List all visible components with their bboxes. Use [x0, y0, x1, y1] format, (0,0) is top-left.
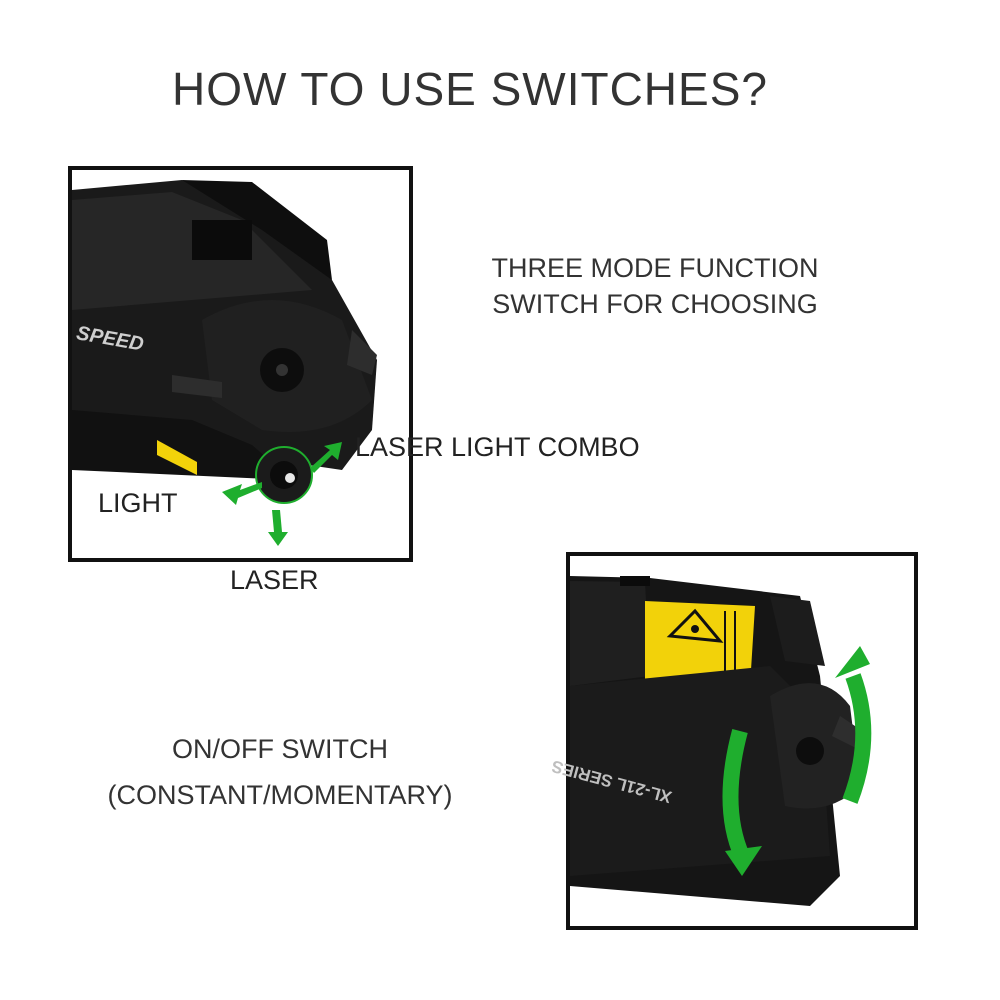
onoff-switch-device-image — [570, 576, 872, 906]
onoff-switch-caption: ON/OFF SWITCH (CONSTANT/MOMENTARY) — [80, 726, 480, 818]
light-label: LIGHT — [98, 488, 178, 518]
mode-caption-line-2: SWITCH FOR CHOOSING — [492, 289, 818, 319]
mode-switch-panel: SPEED — [68, 166, 413, 562]
mode-switch-caption: THREE MODE FUNCTION SWITCH FOR CHOOSING — [440, 250, 870, 322]
laser-label: LASER — [230, 565, 319, 595]
onoff-caption-line-2: (CONSTANT/MOMENTARY) — [107, 780, 453, 810]
onoff-caption-line-1: ON/OFF SWITCH — [172, 734, 388, 764]
page-title: HOW TO USE SWITCHES? — [172, 63, 768, 115]
mode-caption-line-1: THREE MODE FUNCTION — [491, 253, 819, 283]
mode-switch-device-image — [72, 180, 377, 546]
laser-light-combo-label: LASER LIGHT COMBO — [355, 432, 640, 462]
onoff-switch-panel: XL-21L SERIES — [550, 552, 918, 930]
